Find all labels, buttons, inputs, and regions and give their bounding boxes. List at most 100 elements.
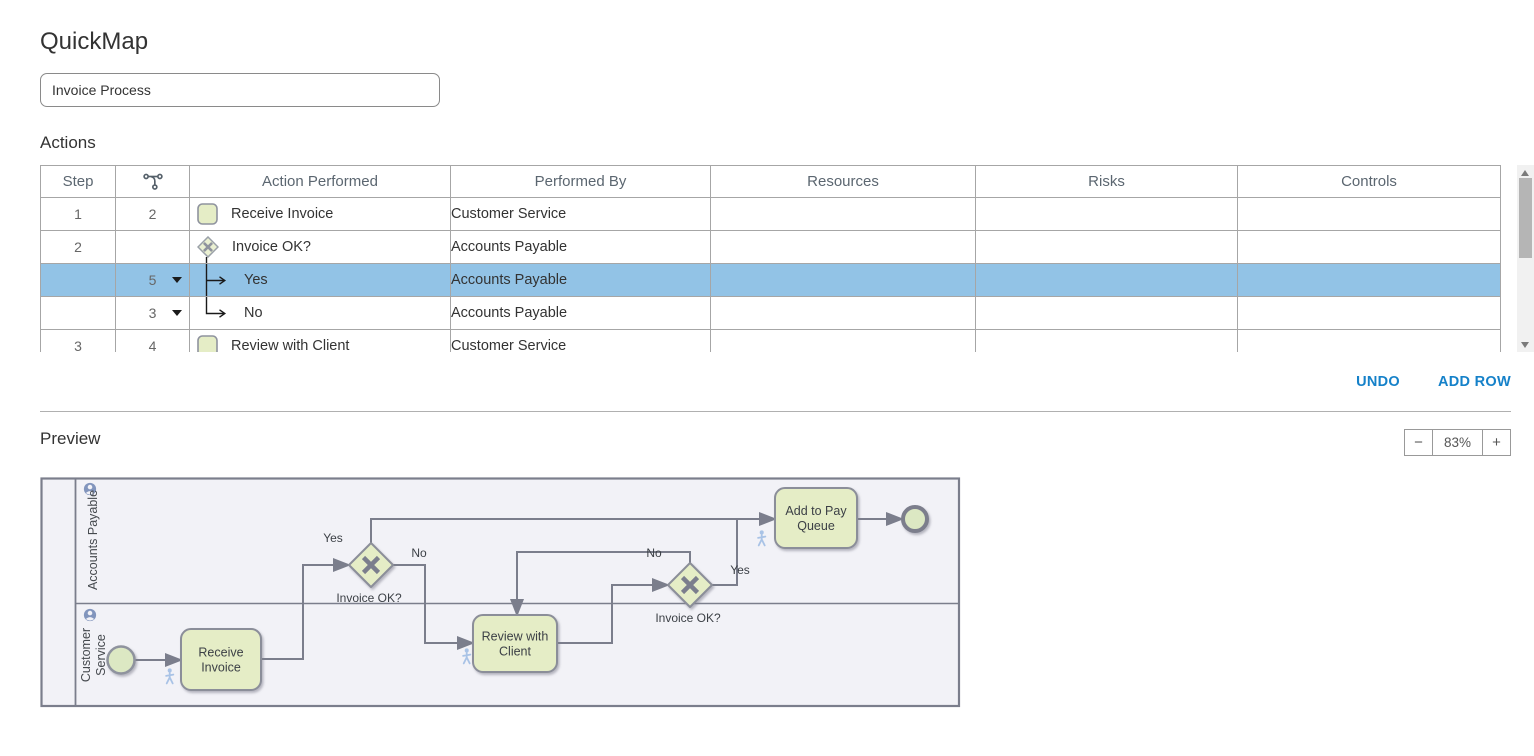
col-header-action: Action Performed <box>189 165 451 198</box>
next-step-cell[interactable]: 5 <box>115 263 190 297</box>
controls-cell[interactable] <box>1237 329 1501 352</box>
end-event[interactable] <box>901 505 929 533</box>
performed-by-cell[interactable]: Customer Service <box>450 329 711 352</box>
undo-button[interactable]: UNDO <box>1356 374 1401 390</box>
gateway-x-icon <box>680 575 700 595</box>
step-cell <box>40 263 116 297</box>
resources-cell[interactable] <box>710 230 976 264</box>
action-cell[interactable]: Review with Client <box>189 329 451 352</box>
col-header-step: Step <box>40 165 116 198</box>
controls-cell[interactable] <box>1237 296 1501 330</box>
next-step-dropdown-icon[interactable] <box>172 277 182 283</box>
resources-cell[interactable] <box>710 197 976 231</box>
risks-cell[interactable] <box>975 296 1238 330</box>
table-scrollbar[interactable] <box>1517 165 1534 352</box>
action-cell[interactable]: Invoice OK? <box>189 230 451 264</box>
gateway-invoice-ok-2[interactable]: Invoice OK? <box>655 562 721 625</box>
flow-label: Yes <box>323 531 343 545</box>
zoom-out-button[interactable]: − <box>1405 430 1432 455</box>
task-label: Review with <box>482 630 549 644</box>
table-row[interactable]: 2 Invoice OK? Accounts Payable <box>40 230 1501 264</box>
gateway-x-icon <box>361 555 381 575</box>
table-action-buttons: UNDO ADD ROW <box>40 374 1511 390</box>
action-label: Yes <box>244 272 268 288</box>
flow-gw1-no-to-review: No <box>393 546 475 650</box>
scroll-up-button[interactable] <box>1517 165 1534 180</box>
lane-label: Service <box>94 634 108 676</box>
task-label: Add to Pay <box>785 504 847 518</box>
next-step-value: 4 <box>148 338 157 352</box>
task-label: Receive <box>198 646 243 660</box>
zoom-in-button[interactable]: + <box>1483 430 1510 455</box>
page-title: QuickMap <box>40 28 149 55</box>
col-header-resources: Resources <box>710 165 976 198</box>
action-cell[interactable]: Receive Invoice <box>189 197 451 231</box>
next-step-dropdown-icon[interactable] <box>172 310 182 316</box>
flow-gw2-no-loop: No <box>510 546 691 617</box>
start-event[interactable] <box>106 645 136 675</box>
action-label: No <box>244 305 263 321</box>
table-row[interactable]: 3 No Accounts Payable <box>40 296 1501 330</box>
table-header-row: Step Action Performed Performed By Resou… <box>40 165 1501 198</box>
next-step-value: 5 <box>148 272 157 288</box>
risks-cell[interactable] <box>975 197 1238 231</box>
next-step-value: 3 <box>148 305 157 321</box>
flow-receive-to-gw1 <box>261 558 351 660</box>
gateway-invoice-ok-1[interactable]: Invoice OK? <box>336 542 402 605</box>
risks-cell[interactable] <box>975 230 1238 264</box>
zoom-control: − 83% + <box>1404 429 1511 456</box>
action-cell[interactable]: No <box>189 296 451 330</box>
task-label: Queue <box>797 519 835 533</box>
col-header-performed-by: Performed By <box>450 165 711 198</box>
lane-accounts-payable: Accounts Payable <box>83 482 100 590</box>
next-step-cell[interactable]: 4 <box>115 329 190 352</box>
actions-table-body: 1 2 Receive Invoice Customer Service 2 <box>40 197 1501 352</box>
lane-label: Customer <box>79 628 93 682</box>
flow-review-to-gw2 <box>557 578 670 644</box>
next-step-cell[interactable]: 3 <box>115 296 190 330</box>
risks-cell[interactable] <box>975 263 1238 297</box>
task-icon <box>197 335 218 352</box>
scrollbar-thumb[interactable] <box>1519 178 1532 258</box>
performed-by-cell[interactable]: Accounts Payable <box>450 230 711 264</box>
flow-label: Yes <box>730 563 750 577</box>
controls-cell[interactable] <box>1237 230 1501 264</box>
resources-cell[interactable] <box>710 329 976 352</box>
add-row-button[interactable]: ADD ROW <box>1438 374 1511 390</box>
process-name-input[interactable] <box>40 73 440 107</box>
performed-by-cell[interactable]: Customer Service <box>450 197 711 231</box>
flow-label: No <box>411 546 427 560</box>
next-step-cell[interactable]: 2 <box>115 197 190 231</box>
task-label: Invoice <box>201 661 241 675</box>
task-icon <box>197 203 218 225</box>
controls-cell[interactable] <box>1237 197 1501 231</box>
table-row[interactable]: 5 Yes Accounts Payable <box>40 263 1501 297</box>
table-row[interactable]: 1 2 Receive Invoice Customer Service <box>40 197 1501 231</box>
branch-tree-connector <box>205 257 208 263</box>
flow-label: No <box>646 546 662 560</box>
branch-tree-connector <box>205 297 227 318</box>
performed-by-cell[interactable]: Accounts Payable <box>450 296 711 330</box>
next-step-cell[interactable] <box>115 230 190 264</box>
step-cell: 2 <box>40 230 116 264</box>
actions-table-container: Step Action Performed Performed By Resou… <box>40 165 1501 352</box>
scroll-down-button[interactable] <box>1517 337 1534 352</box>
section-divider <box>40 411 1511 412</box>
risks-cell[interactable] <box>975 329 1238 352</box>
resources-cell[interactable] <box>710 296 976 330</box>
col-header-branch <box>115 165 190 198</box>
zoom-level: 83% <box>1432 430 1483 455</box>
action-cell[interactable]: Yes <box>189 263 451 297</box>
next-step-value: 2 <box>148 206 157 222</box>
performed-by-cell[interactable]: Accounts Payable <box>450 263 711 297</box>
table-row[interactable]: 3 4 Review with Client Customer Service <box>40 329 1501 352</box>
controls-cell[interactable] <box>1237 263 1501 297</box>
step-cell: 1 <box>40 197 116 231</box>
resources-cell[interactable] <box>710 263 976 297</box>
gateway-label: Invoice OK? <box>655 611 721 625</box>
